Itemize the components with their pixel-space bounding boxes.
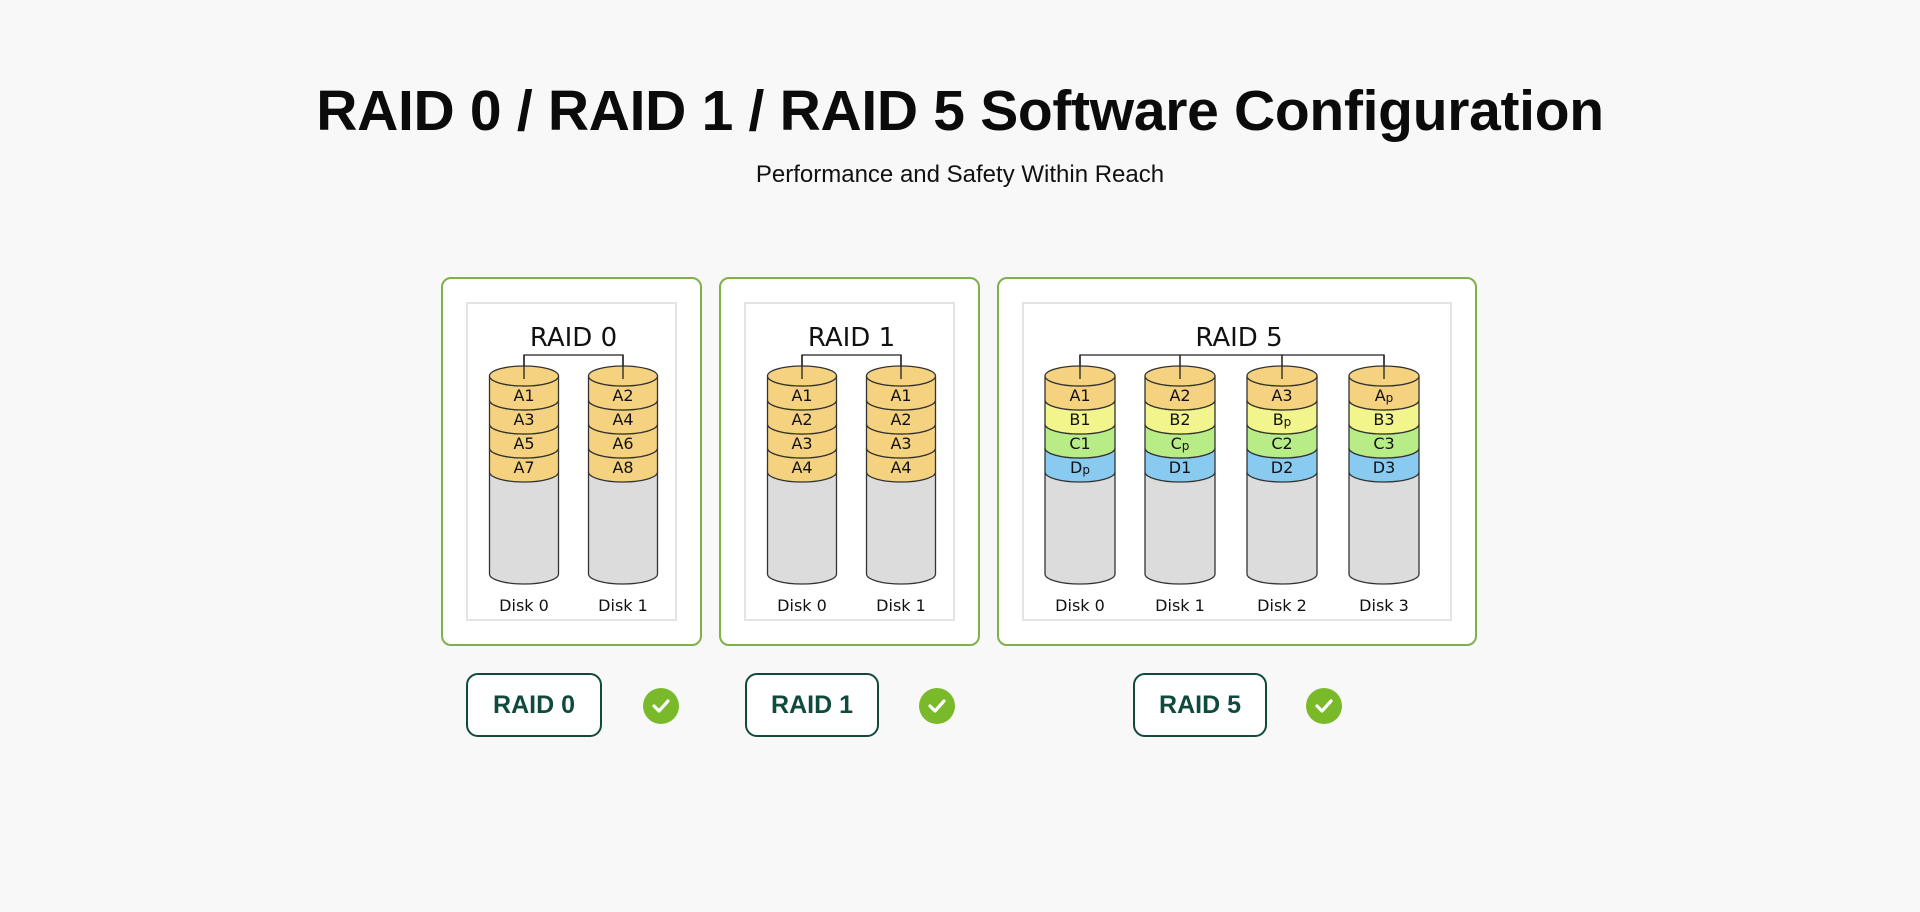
diagram-title: RAID 0 [530,323,617,353]
block-label: B2 [1169,410,1190,429]
block-label: D1 [1169,458,1192,477]
diagram-title: RAID 5 [1195,323,1282,353]
block-label: A1 [791,386,812,405]
raid-5-check-icon [1306,688,1342,724]
block-label: C2 [1271,434,1292,453]
block-label: C3 [1373,434,1394,453]
block-label: Ap [1375,386,1394,405]
disk-label: Disk 1 [1155,596,1205,615]
block-label: A4 [791,458,812,477]
block-label: B1 [1069,410,1090,429]
block-label: A7 [513,458,534,477]
block-label: Cp [1171,434,1190,453]
raid-1-check-icon [919,688,955,724]
disk-label: Disk 1 [598,596,648,615]
diagram-title: RAID 1 [808,323,895,353]
block-label: B3 [1373,410,1394,429]
disk-label: Disk 0 [499,596,549,615]
block-label: A3 [791,434,812,453]
raid-0-button[interactable]: RAID 0 [466,673,602,737]
block-label: A1 [890,386,911,405]
block-label: A1 [1069,386,1090,405]
block-label: C1 [1069,434,1090,453]
block-label: A3 [890,434,911,453]
connector-line [1079,354,1385,377]
block-label: A4 [612,410,633,429]
block-label: A8 [612,458,633,477]
block-label: A2 [1169,386,1190,405]
block-label: A1 [513,386,534,405]
block-label: A5 [513,434,534,453]
block-label: A6 [612,434,633,453]
block-label: A2 [612,386,633,405]
block-label: D2 [1271,458,1294,477]
disk-label: Disk 0 [777,596,827,615]
block-label: A3 [513,410,534,429]
block-label: A3 [1271,386,1292,405]
disk-label: Disk 0 [1055,596,1105,615]
disk-label: Disk 1 [876,596,926,615]
disk-label: Disk 2 [1257,596,1307,615]
block-label: A4 [890,458,911,477]
block-label: A2 [791,410,812,429]
block-label: A2 [890,410,911,429]
block-label: Bp [1273,410,1292,429]
block-label: D3 [1373,458,1396,477]
block-label: Dp [1070,458,1090,477]
raid-1-button[interactable]: RAID 1 [745,673,879,737]
disk-label: Disk 3 [1359,596,1409,615]
page-title: RAID 0 / RAID 1 / RAID 5 Software Config… [316,79,1604,143]
raid-0-check-icon [643,688,679,724]
raid-5-button[interactable]: RAID 5 [1133,673,1267,737]
page-subtitle: Performance and Safety Within Reach [755,161,1165,188]
